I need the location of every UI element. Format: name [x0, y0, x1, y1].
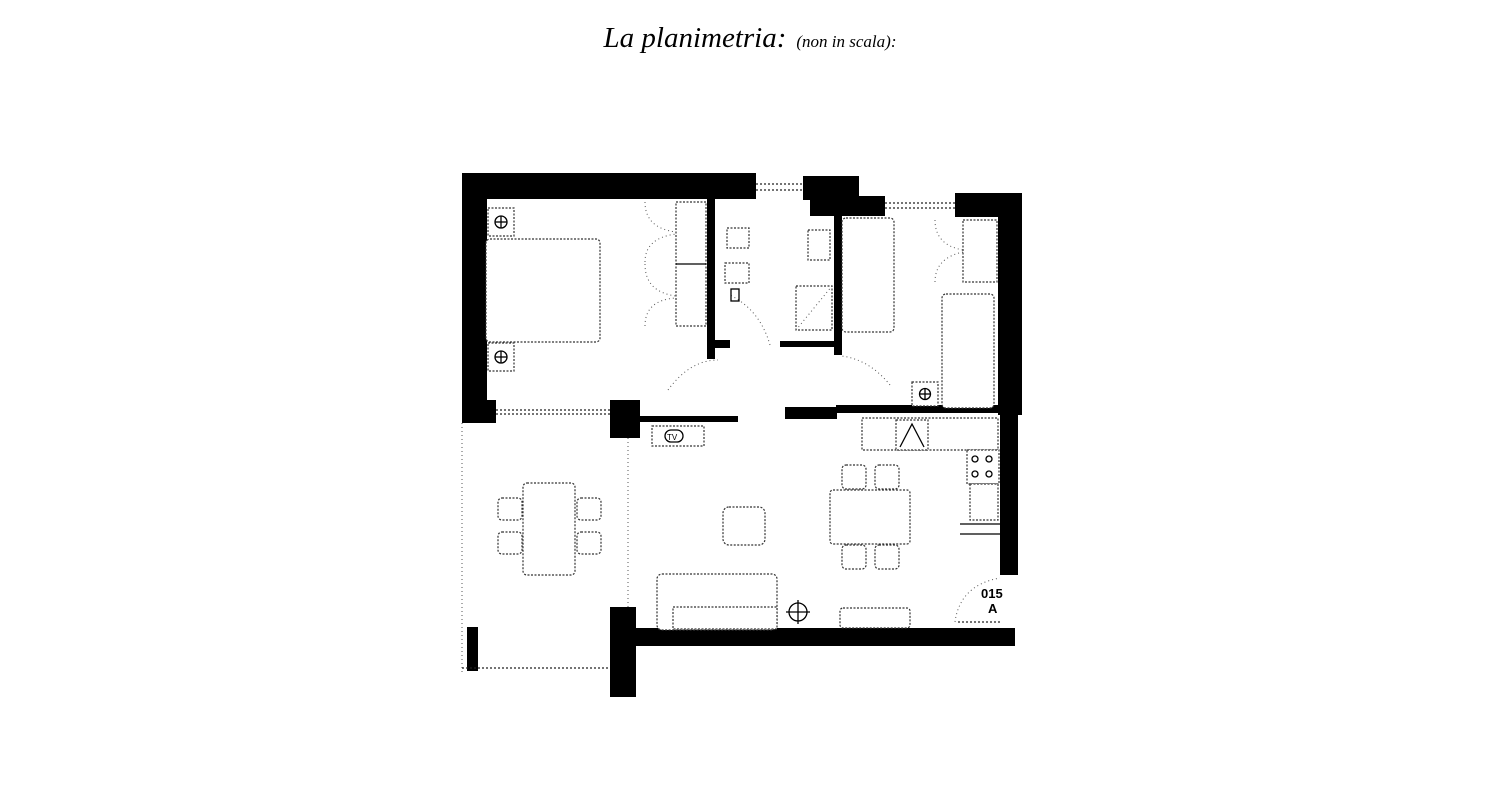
wall-living-top [638, 416, 738, 422]
walls [462, 173, 1022, 697]
wall-bottom-pillar [610, 607, 636, 697]
kitchen-counter-side [969, 483, 999, 521]
living-room: TV [651, 425, 911, 631]
wall-bottom [612, 628, 1015, 646]
wardrobe-second [962, 219, 998, 283]
wall-bath-bottom [780, 341, 835, 347]
dining-chair-3 [841, 544, 867, 570]
wall-right [998, 193, 1022, 415]
tv-label: TV [667, 433, 678, 442]
terrace-chair-4 [576, 531, 602, 555]
wall-pillar-top-step [810, 196, 885, 216]
wall-partition-bath [834, 215, 842, 355]
dining-chair-4 [874, 544, 900, 570]
terrace-chair-2 [497, 531, 523, 555]
bathroom-bidet [724, 262, 750, 284]
bed-single-1 [841, 217, 895, 333]
thin-lines [461, 183, 1002, 672]
wall-partition-bedroom-foot [714, 340, 730, 348]
wall-top-left [462, 173, 756, 199]
bed-double [485, 238, 601, 343]
bed-single-2 [941, 293, 995, 409]
coffee-table [722, 506, 766, 546]
unit-letter: A [988, 601, 998, 616]
wall-right-lower [1000, 413, 1018, 575]
bedroom-master [485, 201, 707, 372]
tv-cabinet [651, 425, 705, 447]
kitchen [829, 417, 1000, 570]
bathroom-sink [726, 227, 750, 249]
dining-table [829, 489, 911, 545]
wall-terrace-stub [467, 627, 478, 671]
wall-left [462, 173, 487, 423]
bathroom [724, 227, 833, 331]
bathroom-sink-2 [807, 229, 831, 261]
terrace-chair-3 [576, 497, 602, 521]
sofa-seat [672, 606, 778, 630]
wall-bedroom2-bottom [836, 405, 1004, 413]
dining-chair-2 [874, 464, 900, 490]
plan-title: La planimetria: [603, 22, 787, 54]
plan-subtitle: (non in scala): [796, 32, 897, 51]
terrace-chair-1 [497, 497, 523, 521]
terrace [497, 482, 602, 576]
kitchen-stove [966, 449, 1000, 485]
dining-chair-1 [841, 464, 867, 490]
sideboard [839, 607, 911, 629]
wall-pillar-center [610, 400, 640, 438]
wall-left-foot [462, 400, 496, 423]
page-title: La planimetria: (non in scala): [0, 22, 1500, 55]
wall-bedroom2-bottom-left [785, 407, 837, 419]
terrace-table [522, 482, 576, 576]
wall-partition-bedroom [707, 199, 715, 359]
unit-code: 015 [981, 586, 1003, 601]
kitchen-counter-top [861, 417, 999, 451]
bedroom-second [841, 217, 998, 409]
